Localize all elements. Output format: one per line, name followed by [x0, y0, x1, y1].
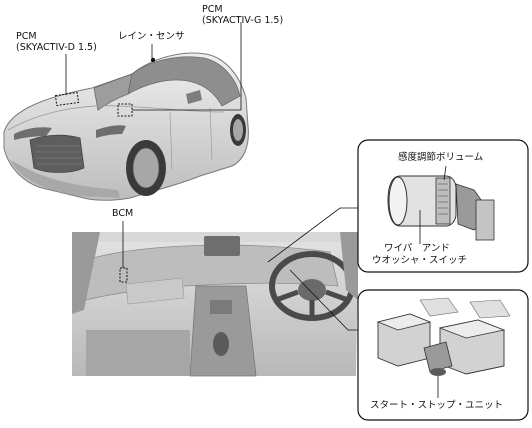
- pcm-d-label: PCM: [16, 31, 37, 42]
- pcm-g-label: PCM: [202, 4, 223, 15]
- wiper-switch-callout: [357, 139, 529, 273]
- bcm-label: BCM: [112, 208, 134, 219]
- interior-illustration: [72, 232, 358, 377]
- car-leader-lines: [65, 22, 242, 111]
- wiper-label-line1: ワイパ アンド: [384, 243, 450, 254]
- start-stop-callout: [357, 289, 529, 421]
- start-stop-label: スタート・ストップ・ユニット: [370, 400, 504, 411]
- bcm-location-box: [119, 267, 128, 283]
- pcm-g-location-box: [117, 103, 133, 117]
- rain-sensor-label: レイン・センサ: [118, 31, 185, 42]
- interior-leader-lines: [267, 207, 358, 331]
- sensitivity-volume-label: 感度調節ボリューム: [398, 152, 484, 163]
- car-illustration: [3, 52, 249, 201]
- wiper-label-line2: ウオッシャ・スイッチ: [372, 255, 468, 266]
- pcm-d-sub-label: (SKYACTIV-D 1.5): [16, 42, 97, 53]
- rain-sensor-marker: [150, 57, 156, 63]
- pcm-g-sub-label: (SKYACTIV-G 1.5): [202, 15, 284, 26]
